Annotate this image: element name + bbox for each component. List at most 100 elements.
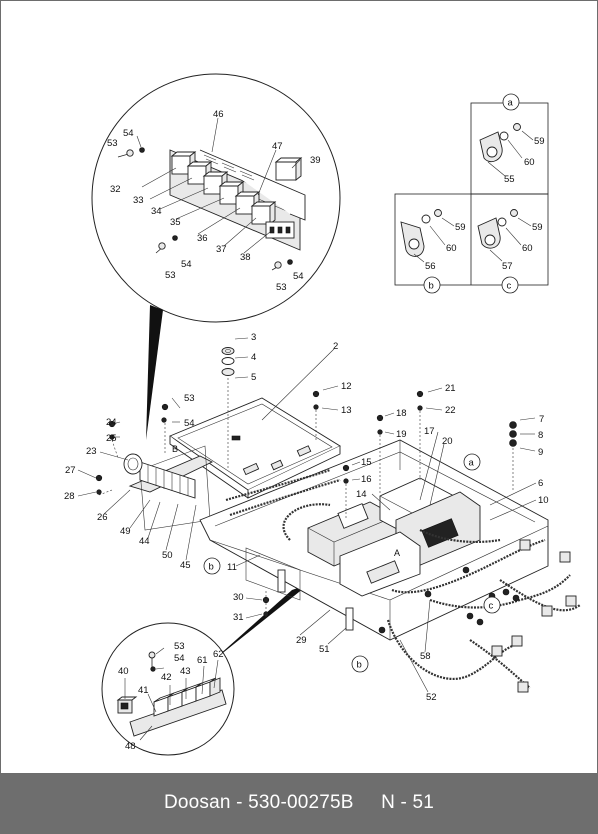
detail-callout-wedge [146, 305, 163, 440]
label-57: 57 [502, 261, 513, 272]
label-26: 26 [97, 512, 108, 523]
label-59-b: 59 [455, 222, 466, 233]
label-14: 14 [356, 489, 367, 500]
label-61: 61 [197, 655, 208, 666]
label-54-right: 54 [293, 271, 304, 282]
label-32: 32 [110, 184, 121, 195]
label-25: 25 [106, 433, 117, 444]
marker-a: A [394, 548, 400, 558]
ref-c-main: c [489, 601, 494, 612]
label-15: 15 [361, 457, 372, 468]
label-53-fuse: 53 [174, 641, 185, 652]
label-31: 31 [233, 612, 244, 623]
screw-53-left [155, 242, 166, 254]
label-2: 2 [333, 341, 338, 352]
label-12: 12 [341, 381, 352, 392]
label-56: 56 [425, 261, 436, 272]
label-6: 6 [538, 478, 543, 489]
label-46: 46 [213, 109, 224, 120]
label-4: 4 [251, 352, 256, 363]
label-30: 30 [233, 592, 244, 603]
label-13: 13 [341, 405, 352, 416]
label-51: 51 [319, 644, 330, 655]
detail-box-bc [394, 193, 549, 286]
label-59-c: 59 [532, 222, 543, 233]
ref-b-main: b [209, 562, 214, 573]
label-54-main: 54 [184, 418, 195, 429]
label-19: 19 [396, 429, 407, 440]
marker-b: B [172, 444, 178, 454]
label-11: 11 [227, 562, 237, 573]
label-7: 7 [539, 414, 544, 425]
fuse-detail-circle: 53 54 62 61 43 40 42 41 48 [101, 584, 309, 756]
footer-bar: Doosan - 530-00275B N - 51 [0, 774, 598, 834]
label-3: 3 [251, 332, 256, 343]
label-39: 39 [310, 155, 321, 166]
harness-connectors [491, 539, 577, 693]
cap-23 [123, 453, 143, 475]
fastener-stack-3-5 [221, 347, 235, 470]
label-62: 62 [213, 649, 224, 660]
screw-53-top [117, 149, 134, 158]
relay-row [170, 151, 295, 239]
label-53-top: 53 [107, 138, 118, 149]
label-33: 33 [133, 195, 144, 206]
bracket-11 [277, 569, 286, 593]
drawing-sheet: 46 47 39 54 53 32 33 34 35 36 37 38 54 5… [0, 0, 598, 774]
detail-label-b: b [429, 281, 434, 292]
label-53-main: 53 [184, 393, 195, 404]
controller-modules [307, 477, 481, 597]
label-45: 45 [180, 560, 191, 571]
label-20: 20 [442, 436, 453, 447]
label-37: 37 [216, 244, 227, 255]
bracket-51 [345, 607, 354, 631]
label-40: 40 [118, 666, 129, 677]
label-47: 47 [272, 141, 283, 152]
detail-label-c: c [507, 281, 512, 292]
label-54-top: 54 [123, 128, 134, 139]
washer-54-left [172, 235, 178, 241]
label-60-b: 60 [446, 243, 457, 254]
label-49: 49 [120, 526, 131, 537]
detail-label-a: a [508, 98, 514, 109]
label-38: 38 [240, 252, 251, 263]
ref-a-main: a [469, 458, 475, 469]
fuse-strip [139, 461, 196, 499]
label-44: 44 [139, 536, 150, 547]
fuse-holders [153, 677, 221, 717]
label-52: 52 [426, 692, 437, 703]
label-36: 36 [197, 233, 208, 244]
label-16: 16 [361, 474, 372, 485]
label-17: 17 [424, 426, 435, 437]
label-21: 21 [445, 383, 456, 394]
label-5: 5 [251, 372, 256, 383]
label-24: 24 [106, 417, 117, 428]
ref-b-lower: b [357, 660, 362, 671]
screw-53-right [271, 261, 282, 271]
footer-text: Doosan - 530-00275B N - 51 [163, 792, 435, 813]
label-55: 55 [504, 174, 515, 185]
clamp-57 [477, 209, 518, 249]
washer-54-top [139, 147, 145, 153]
label-41: 41 [138, 685, 149, 696]
label-34: 34 [151, 206, 162, 217]
label-35: 35 [170, 217, 181, 228]
label-8: 8 [538, 430, 543, 441]
clamp-56 [400, 209, 442, 257]
relay-39 [275, 161, 297, 181]
washer-54-fuse [150, 666, 156, 672]
fuse-callout-wedge [209, 584, 309, 664]
label-50: 50 [162, 550, 173, 561]
fastener-stack-7-9 [509, 421, 517, 490]
label-23: 23 [86, 446, 97, 457]
label-60-c: 60 [522, 243, 533, 254]
label-60-a: 60 [524, 157, 535, 168]
label-18: 18 [396, 408, 407, 419]
main-assembly: a b c b B A [64, 332, 581, 703]
label-22: 22 [445, 405, 456, 416]
label-43: 43 [180, 666, 191, 677]
label-59-a: 59 [534, 136, 545, 147]
screw-53-fuse [148, 651, 156, 668]
label-48: 48 [125, 741, 136, 752]
label-28: 28 [64, 491, 75, 502]
